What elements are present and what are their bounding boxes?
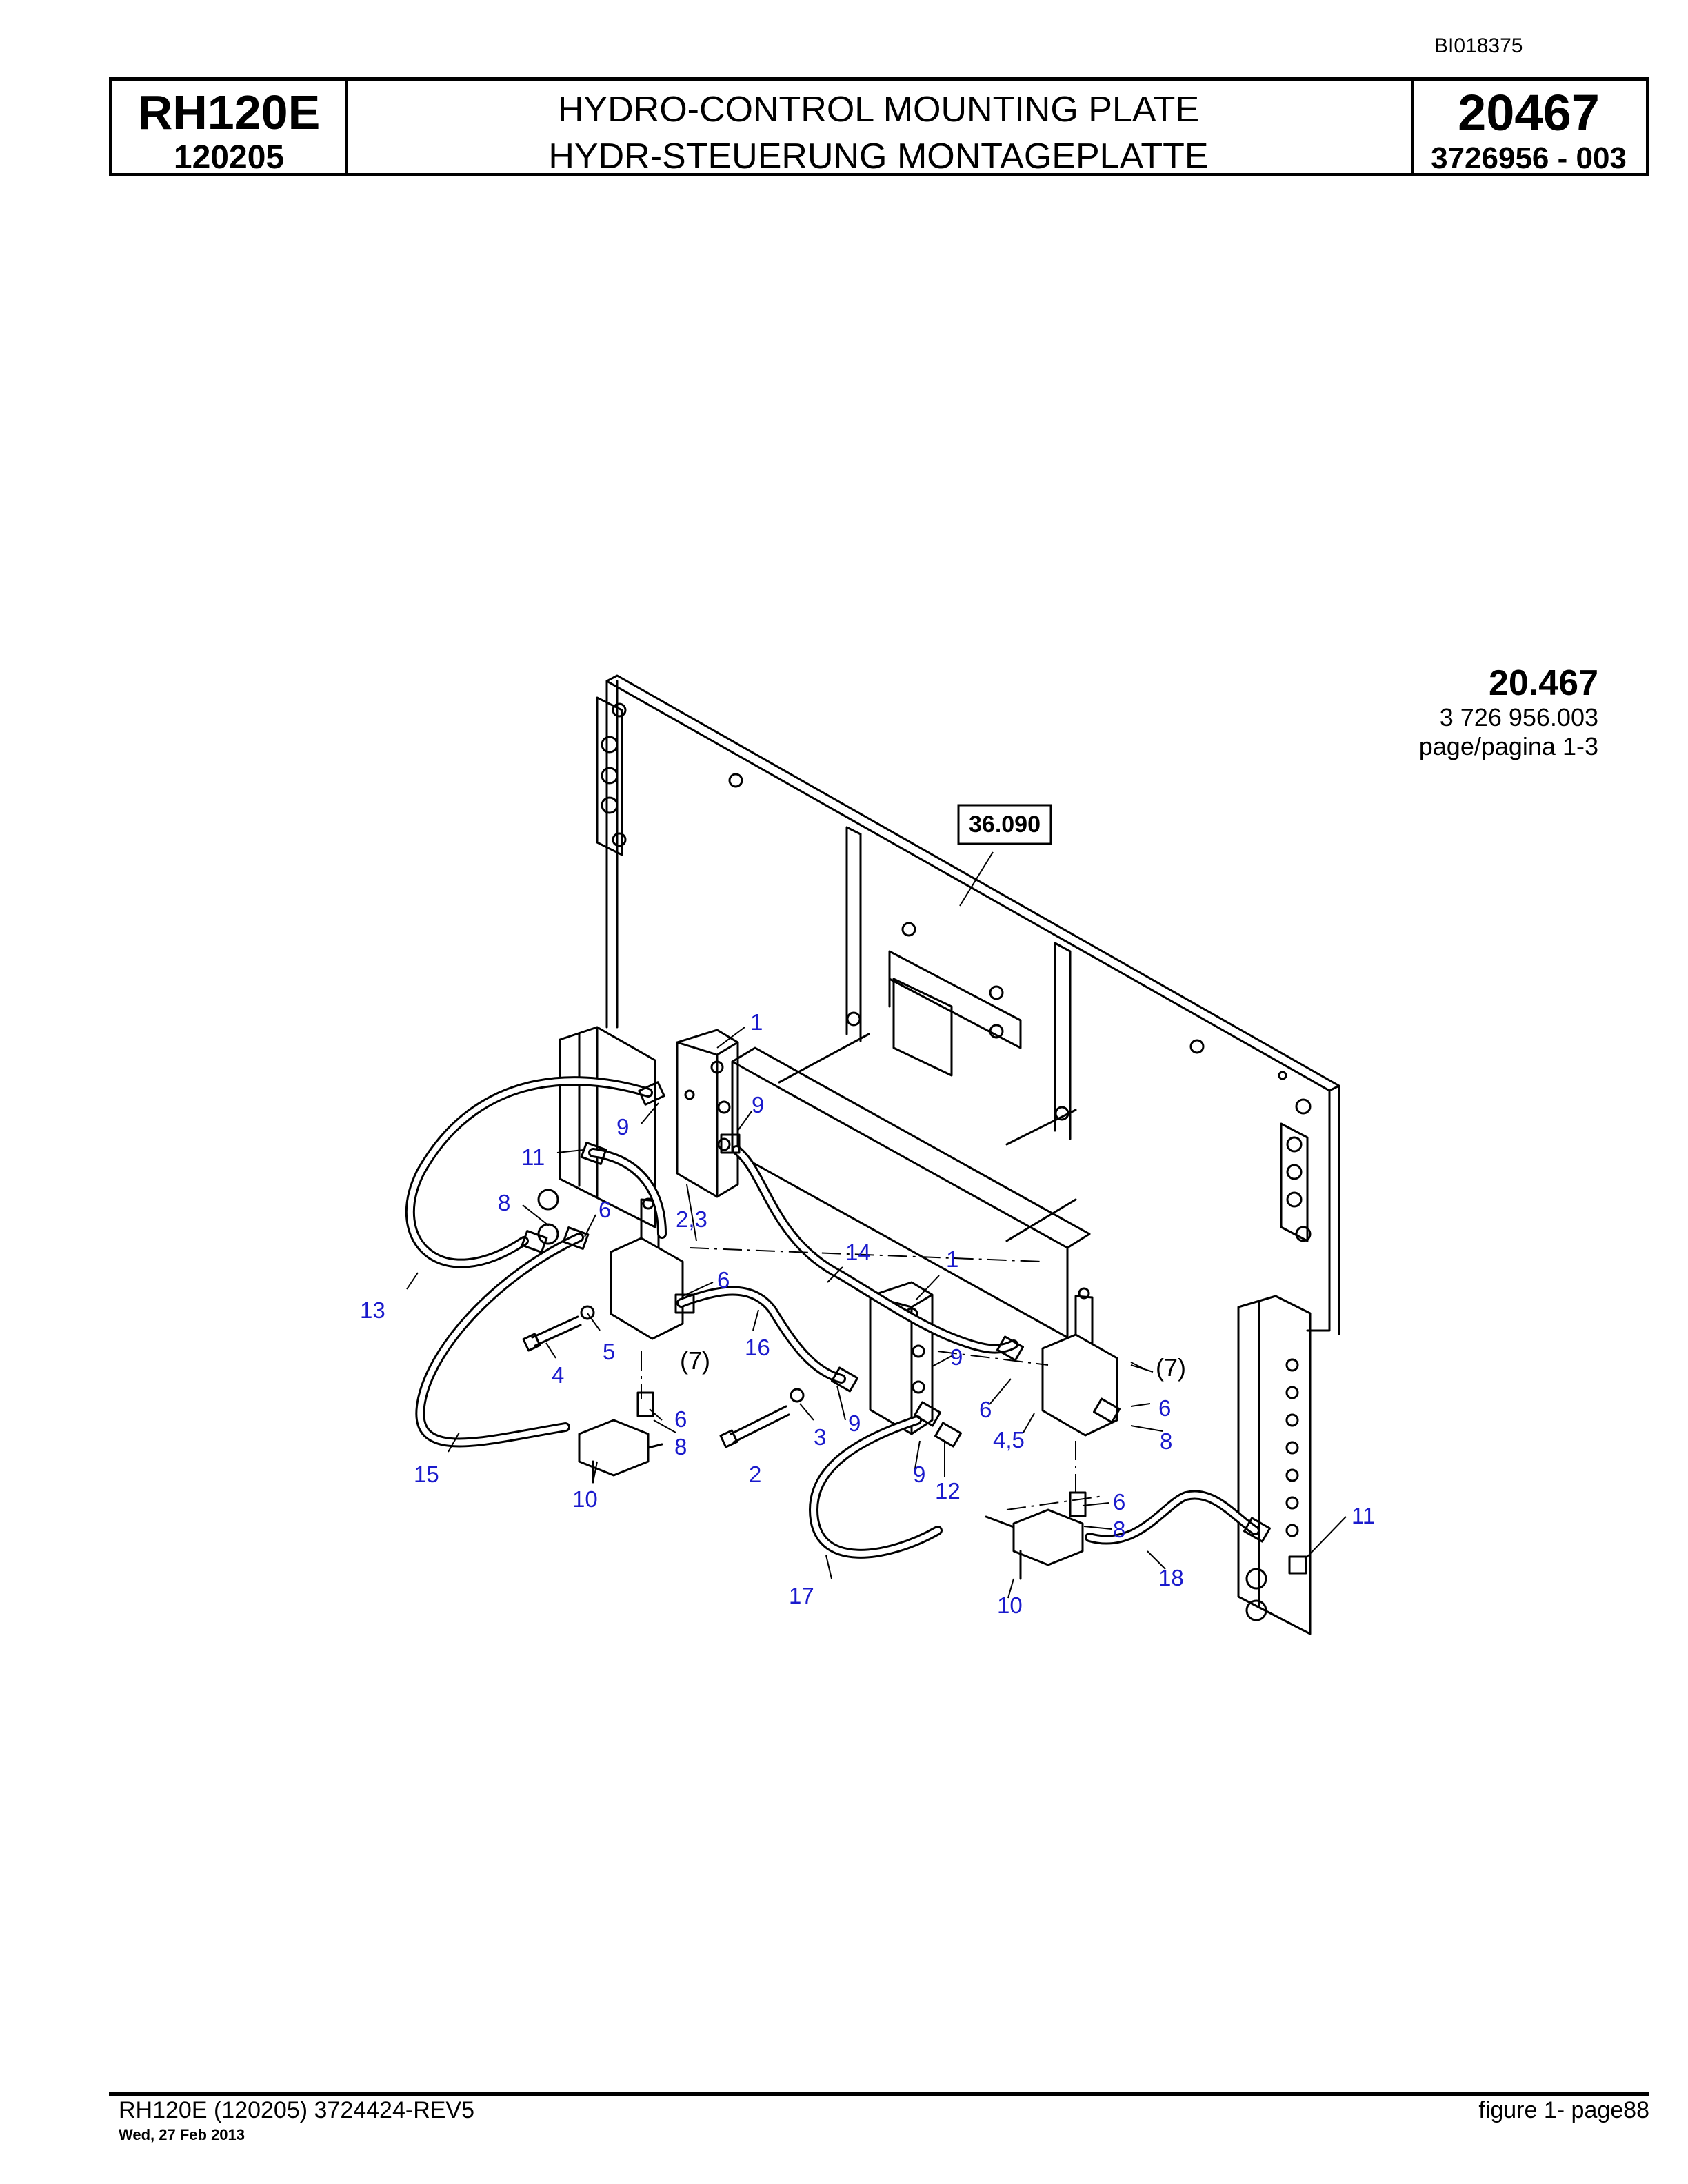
serial-number: 120205 (173, 139, 285, 176)
figure-reference: 20.467 3 726 956.003 page/pagina 1-3 (1419, 663, 1598, 761)
callout-7b: (7) (1156, 1353, 1186, 1382)
rail-right (1054, 942, 1072, 1140)
callout-18: 18 (1158, 1565, 1184, 1590)
callout-13: 13 (360, 1297, 385, 1323)
model-cell: RH120E 120205 (112, 81, 348, 176)
callout-16: 16 (745, 1335, 770, 1360)
fittings (521, 1081, 1307, 1575)
centerline-4 (937, 1351, 1049, 1366)
footer-rule (109, 2092, 1649, 2096)
title-cell: HYDRO-CONTROL MOUNTING PLATE HYDR-STEUER… (345, 81, 1414, 176)
callout-11a: 11 (521, 1144, 545, 1170)
callout-6f: 6 (1113, 1489, 1125, 1515)
callout-11b: 11 (1352, 1503, 1375, 1528)
valve-block-middle (869, 1281, 934, 1435)
hose-13 (405, 1076, 653, 1268)
callout-8a: 8 (498, 1190, 510, 1215)
figure-part: 3 726 956.003 (1439, 703, 1598, 731)
cross-reference-box (957, 804, 1052, 845)
callout-9e: 9 (913, 1462, 925, 1487)
callout-8b: 8 (674, 1434, 687, 1459)
callout-2: 2 (749, 1462, 761, 1487)
right-upper-bracket (1280, 1122, 1309, 1242)
bolt-2 (730, 1405, 790, 1444)
top-left-bracket (596, 696, 623, 856)
cross-reference-label: 36.090 (969, 811, 1041, 838)
footer-page-reference: figure 1- page88 (1478, 2097, 1649, 2123)
model-name: RH120E (137, 85, 321, 139)
figure-group: 20.467 (1488, 663, 1598, 703)
callout-12: 12 (935, 1478, 961, 1504)
group-number: 20467 (1458, 84, 1600, 141)
callout-6c: 6 (674, 1406, 687, 1432)
callout-9b: 9 (616, 1114, 629, 1140)
center-block (888, 950, 1022, 1077)
callout-7a: (7) (680, 1346, 710, 1375)
callout-9a: 9 (752, 1092, 764, 1118)
callout-6d: 6 (979, 1397, 992, 1422)
callout-6b: 6 (717, 1267, 730, 1293)
callout-3: 3 (814, 1424, 826, 1450)
callout-45: 4,5 (993, 1427, 1025, 1453)
callout-6e: 6 (1158, 1395, 1171, 1421)
pressure-valve-right (1041, 1295, 1118, 1437)
hose-13-inner (407, 1078, 651, 1266)
callout-10b: 10 (997, 1593, 1023, 1618)
right-lower-bracket (1237, 1295, 1312, 1635)
callout-9c: 9 (848, 1410, 861, 1436)
callout-17: 17 (789, 1583, 814, 1608)
document-id: BI018375 (1434, 34, 1523, 57)
callout-8d: 8 (1113, 1517, 1125, 1542)
footer-document-reference: RH120E (120205) 3724424-REV5 (119, 2097, 475, 2123)
centerline-2 (689, 1247, 1042, 1262)
title-block: RH120E 120205 HYDRO-CONTROL MOUNTING PLA… (109, 77, 1649, 176)
cross-beam (731, 1046, 1091, 1339)
callout-8c: 8 (1160, 1428, 1172, 1454)
rail-left (845, 826, 862, 1042)
callout-6a: 6 (599, 1197, 611, 1222)
tee-fitting-left (578, 1419, 663, 1484)
hose-15 (415, 1233, 584, 1448)
valve-block-upper (676, 1029, 739, 1198)
callout-1a: 1 (750, 1009, 763, 1035)
part-number: 3726956 - 003 (1431, 141, 1627, 175)
number-cell: 20467 3726956 - 003 (1411, 81, 1646, 175)
title-english: HYDRO-CONTROL MOUNTING PLATE (557, 90, 1200, 130)
leader-36090 (959, 851, 994, 907)
tee-fitting-right (985, 1508, 1084, 1580)
callout-15: 15 (414, 1462, 439, 1487)
callout-1b: 1 (946, 1246, 958, 1272)
title-german: HYDR-STEUERUNG MONTAGEPLATTE (548, 136, 1209, 176)
centerline-5 (1006, 1495, 1104, 1510)
left-lower-bracket (559, 1026, 656, 1228)
mounting-plate (605, 674, 1340, 1335)
callout-23: 2,3 (676, 1206, 707, 1232)
callout-10a: 10 (572, 1486, 598, 1512)
callout-4: 4 (552, 1362, 564, 1388)
callout-14: 14 (845, 1240, 871, 1265)
figure-page: page/pagina 1-3 (1418, 732, 1598, 760)
callout-5: 5 (603, 1339, 615, 1364)
pressure-valve-left (610, 1198, 684, 1340)
footer-date: Wed, 27 Feb 2013 (119, 2126, 245, 2143)
callout-9d: 9 (950, 1344, 963, 1370)
bolt-4 (531, 1315, 582, 1347)
